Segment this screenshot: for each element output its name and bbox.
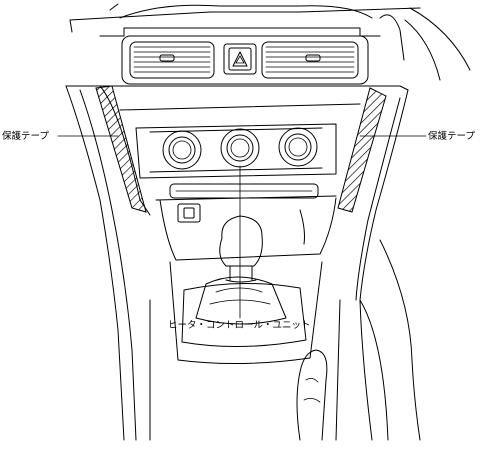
hazard-button[interactable] (223, 43, 257, 75)
protective-tape-left (95, 85, 147, 213)
lower-console (149, 261, 341, 441)
hazard-triangle-icon (232, 51, 248, 67)
storage-tray (159, 197, 337, 261)
dashboard-outline (69, 3, 471, 81)
protective-tape-right (337, 87, 387, 213)
left-vent-louvers (133, 46, 211, 73)
left-dial[interactable] (162, 130, 202, 170)
switch-strip (155, 183, 337, 201)
heater-control-unit (135, 123, 337, 179)
label-protective-tape-left: 保護テープ (2, 130, 49, 142)
accessory-socket[interactable] (177, 203, 201, 223)
label-protective-tape-right: 保護テープ (428, 130, 475, 142)
driver-arm (296, 239, 421, 441)
gear-shift[interactable] (181, 215, 307, 348)
label-heater-control-unit: ヒータ・コントロール・ユニット (168, 320, 311, 331)
air-vent-panel (121, 35, 369, 85)
leader-lines (57, 135, 427, 319)
center-dial[interactable] (220, 128, 260, 168)
right-dial[interactable] (278, 127, 318, 167)
right-vent-louvers (265, 46, 355, 73)
